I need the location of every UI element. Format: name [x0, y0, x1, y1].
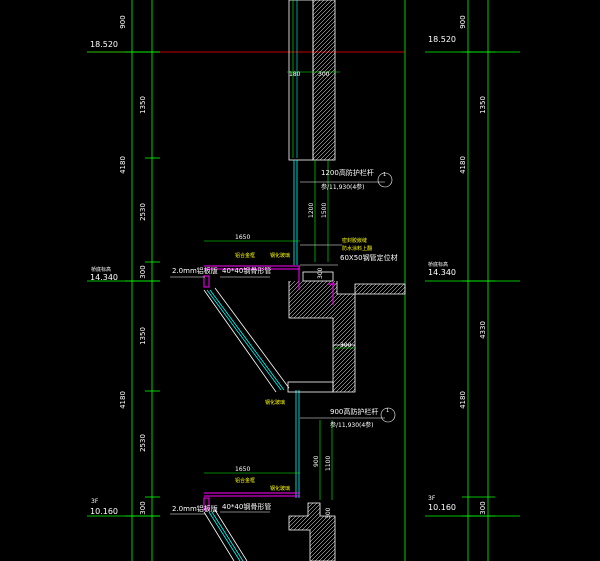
dims-small: 1650 1200 1500 300 300 900 1100 1650 300 [204, 160, 356, 519]
frame-sections [203, 265, 336, 511]
railing2-ref: 参/11,930(4参) [330, 421, 374, 429]
dim-300b: 300 [340, 342, 352, 349]
level-mid-right: 14.340 [428, 268, 456, 277]
dim-right-2: 4180 [459, 156, 467, 174]
railing1-title: 1200高防护栏杆 [321, 168, 374, 177]
slant-glass [206, 289, 285, 561]
level-top-left: 18.520 [90, 40, 118, 49]
tube2-label: 40*40钢骨形管 [222, 502, 271, 511]
railing2-title: 900高防护栏杆 [330, 407, 378, 416]
dim-left-2: 4180 [119, 156, 127, 174]
dim-1500: 1500 [321, 203, 328, 218]
dim-left-8: 300 [139, 501, 147, 514]
slab-upper [287, 271, 406, 393]
dim-wall-a: 180 [289, 71, 301, 78]
detail1-num: 1 [383, 172, 386, 178]
frame2-label: 铝合金框 [235, 477, 255, 484]
dim-left-4: 300 [139, 265, 147, 278]
waterproof-label: 防水涂料上翻 [342, 245, 372, 252]
dim-300a: 300 [317, 267, 324, 279]
dim-right-4: 4180 [459, 391, 467, 409]
glass2-label: 钢化玻璃 [270, 485, 290, 492]
panel1-label: 2.0mm铝板版 [172, 266, 218, 275]
sealant-label: 密封胶嵌缝 [342, 237, 367, 244]
annotations: 1200高防护栏杆 参/11,930(4参) 1 900高防护栏杆 参/11,9… [172, 168, 398, 513]
level-bottom-left: 10.160 [90, 507, 118, 516]
dim-1100: 1100 [325, 456, 332, 471]
levels: 18.520 18.520 桥底标高 14.340 桥底标高 14.340 3F… [90, 35, 456, 516]
slant-outline [203, 287, 290, 561]
dims-left: 900 1350 4180 2530 300 1350 4180 2530 30… [119, 15, 147, 514]
level-top-right: 18.520 [428, 35, 456, 44]
dim-1200: 1200 [308, 203, 315, 218]
dim-right-0: 900 [459, 15, 467, 28]
frame1-label: 铝合金框 [235, 252, 255, 259]
slab-lower [288, 502, 336, 561]
level-mid-left: 14.340 [90, 273, 118, 282]
level-bottom-tag-right: 3F [428, 495, 436, 502]
glass-panels [293, 160, 300, 498]
tube1-label: 40*40钢骨形管 [222, 266, 271, 275]
dim-left-0: 900 [119, 15, 127, 28]
dim-left-5: 1350 [139, 327, 147, 345]
level-mid-tag-right: 桥底标高 [428, 261, 448, 268]
dim-1650b: 1650 [235, 466, 250, 473]
dim-1650a: 1650 [235, 234, 250, 241]
dim-right-3: 4330 [479, 321, 487, 339]
dim-left-7: 2530 [139, 434, 147, 452]
wall-upper: 180 300 [287, 0, 340, 161]
dim-300c: 300 [325, 507, 332, 519]
dim-right-5: 300 [479, 501, 487, 514]
level-bottom-tag-left: 3F [91, 498, 99, 505]
dim-left-6: 4180 [119, 391, 127, 409]
level-bottom-right: 10.160 [428, 503, 456, 512]
dim-left-3: 2530 [139, 203, 147, 221]
dims-right: 900 1350 4180 4330 4180 300 [459, 15, 487, 514]
detail2-num: 1 [386, 408, 389, 414]
glass-label-mid: 钢化玻璃 [265, 399, 285, 406]
dim-left-1: 1350 [139, 96, 147, 114]
dim-900: 900 [313, 455, 320, 467]
steel60-label: 60X50钢管定位材 [340, 253, 398, 262]
leaders [170, 244, 342, 515]
panel2-label: 2.0mm铝板版 [172, 504, 218, 513]
railing1-ref: 参/11,930(4参) [321, 183, 365, 191]
level-mid-tag-left: 桥底标高 [91, 266, 111, 273]
dim-wall-b: 300 [318, 71, 330, 78]
dimension-lines [125, 0, 495, 561]
dim-right-1: 1350 [479, 96, 487, 114]
glass1-label: 钢化玻璃 [270, 252, 290, 259]
